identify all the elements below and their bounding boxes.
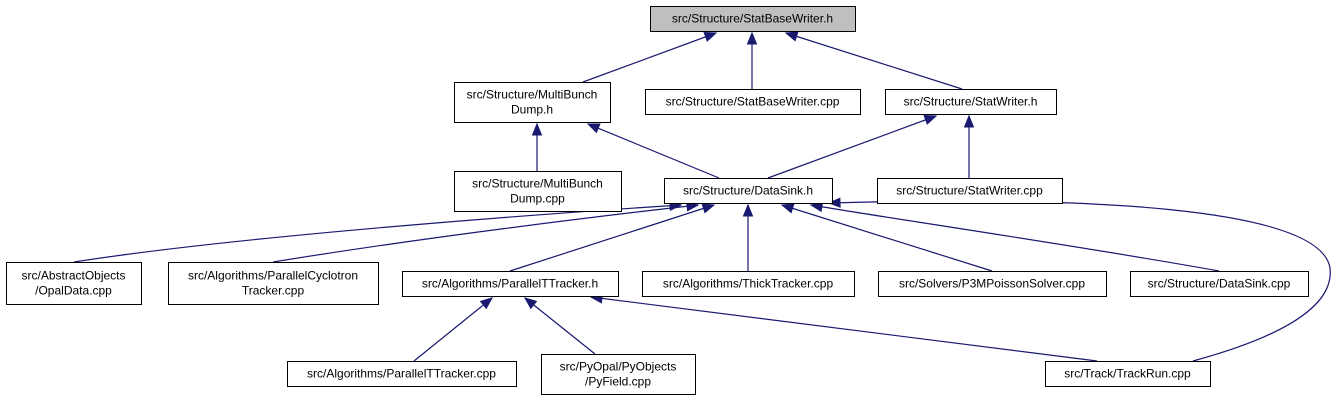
edge-n8-n5 [272,204,699,263]
node-label-n14-line-1: /PyField.cpp [585,375,651,389]
nodes-layer: src/Structure/StatBaseWriter.h src/Struct… [6,6,1309,395]
arrowhead-n3-n0 [784,31,799,42]
node-box-n9[interactable] [402,271,619,297]
node-n5[interactable]: src/Structure/DataSink.h [664,178,833,204]
node-n0[interactable]: src/Structure/StatBaseWriter.h [650,6,856,32]
arrowhead-n6-n3 [963,114,975,128]
node-box-n7[interactable] [6,262,142,305]
node-n15[interactable]: src/Track/TrackRun.cpp [1045,361,1211,387]
node-label-n1-line-1: Dump.h [511,103,553,117]
node-box-n15[interactable] [1045,361,1211,387]
node-box-n2[interactable] [645,89,861,115]
edge-n9-n5 [509,204,715,272]
edge-n5-n3 [767,115,937,179]
node-label-n1-line-0: src/Structure/MultiBunch [467,88,598,102]
arrowhead-n11-n5 [780,203,795,214]
node-label-n10-line-0: src/Algorithms/ThickTracker.cpp [663,277,834,291]
node-label-n14-line-0: src/PyOpal/PyObjects [560,360,677,374]
node-n11[interactable]: src/Solvers/P3MPoissonSolver.cpp [878,271,1107,297]
arrowhead-n10-n5 [742,203,754,217]
node-n9[interactable]: src/Algorithms/ParallelTTracker.h [402,271,619,297]
node-label-n5-line-0: src/Structure/DataSink.h [683,184,813,198]
edge-n15-n9 [590,296,1098,362]
arrowhead-n4-n1 [531,122,543,136]
node-n12[interactable]: src/Structure/DataSink.cpp [1130,271,1309,297]
node-label-n3-line-0: src/Structure/StatWriter.h [904,95,1038,109]
node-n13[interactable]: src/Algorithms/ParallelTTracker.cpp [287,361,517,387]
node-box-n13[interactable] [287,361,517,387]
arrowhead-n2-n0 [746,31,758,45]
arrowhead-n14-n9 [523,297,538,310]
node-n14[interactable]: src/PyOpal/PyObjects/PyField.cpp [541,354,696,395]
node-label-n7-line-1: /OpalData.cpp [35,284,112,298]
node-label-n9-line-0: src/Algorithms/ParallelTTracker.h [422,277,598,291]
edge-n5-n1 [587,123,720,179]
node-box-n10[interactable] [642,271,855,297]
edge-n12-n5 [810,204,1220,272]
node-box-n14[interactable] [541,354,696,395]
node-n8[interactable]: src/Algorithms/ParallelCyclotronTracker.… [168,262,379,305]
node-box-n11[interactable] [878,271,1107,297]
node-label-n4-line-0: src/Structure/MultiBunch [472,177,603,191]
node-label-n2-line-0: src/Structure/StatBaseWriter.cpp [666,95,840,109]
node-label-n11-line-0: src/Solvers/P3MPoissonSolver.cpp [899,277,1085,291]
edge-n1-n0 [582,32,717,83]
node-n10[interactable]: src/Algorithms/ThickTracker.cpp [642,271,855,297]
edge-n13-n9 [413,297,493,362]
node-n2[interactable]: src/Structure/StatBaseWriter.cpp [645,89,861,115]
node-box-n12[interactable] [1130,271,1309,297]
node-box-n3[interactable] [885,89,1057,115]
arrowhead-n5-n1 [586,123,601,134]
arrowhead-n13-n9 [479,297,494,310]
node-n7[interactable]: src/AbstractObjects/OpalData.cpp [6,262,142,305]
node-box-n8[interactable] [168,262,379,305]
node-label-n6-line-0: src/Structure/StatWriter.cpp [896,184,1043,198]
node-box-n6[interactable] [877,178,1063,204]
edge-n7-n5 [73,204,682,263]
node-box-n1[interactable] [454,82,611,123]
node-box-n0[interactable] [650,6,856,32]
node-label-n7-line-0: src/AbstractObjects [21,269,125,283]
node-label-n15-line-0: src/Track/TrackRun.cpp [1064,367,1191,381]
edge-n3-n0 [785,32,963,90]
arrowhead-n1-n0 [703,32,718,42]
node-label-n8-line-0: src/Algorithms/ParallelCyclotron [188,269,358,283]
arrowhead-n9-n5 [701,203,716,214]
node-label-n12-line-0: src/Structure/DataSink.cpp [1148,277,1291,291]
node-label-n0-line-0: src/Structure/StatBaseWriter.h [672,12,833,26]
edge-n14-n9 [524,297,596,355]
node-label-n13-line-0: src/Algorithms/ParallelTTracker.cpp [307,367,496,381]
arrowhead-n15-n5 [827,197,841,208]
node-box-n4[interactable] [454,171,622,212]
node-n6[interactable]: src/Structure/StatWriter.cpp [877,178,1063,204]
edge-n11-n5 [781,204,993,272]
node-label-n8-line-1: Tracker.cpp [242,284,305,298]
node-n3[interactable]: src/Structure/StatWriter.h [885,89,1057,115]
node-label-n4-line-1: Dump.cpp [510,192,565,206]
arrowhead-n5-n3 [923,115,938,125]
node-box-n5[interactable] [664,178,833,204]
